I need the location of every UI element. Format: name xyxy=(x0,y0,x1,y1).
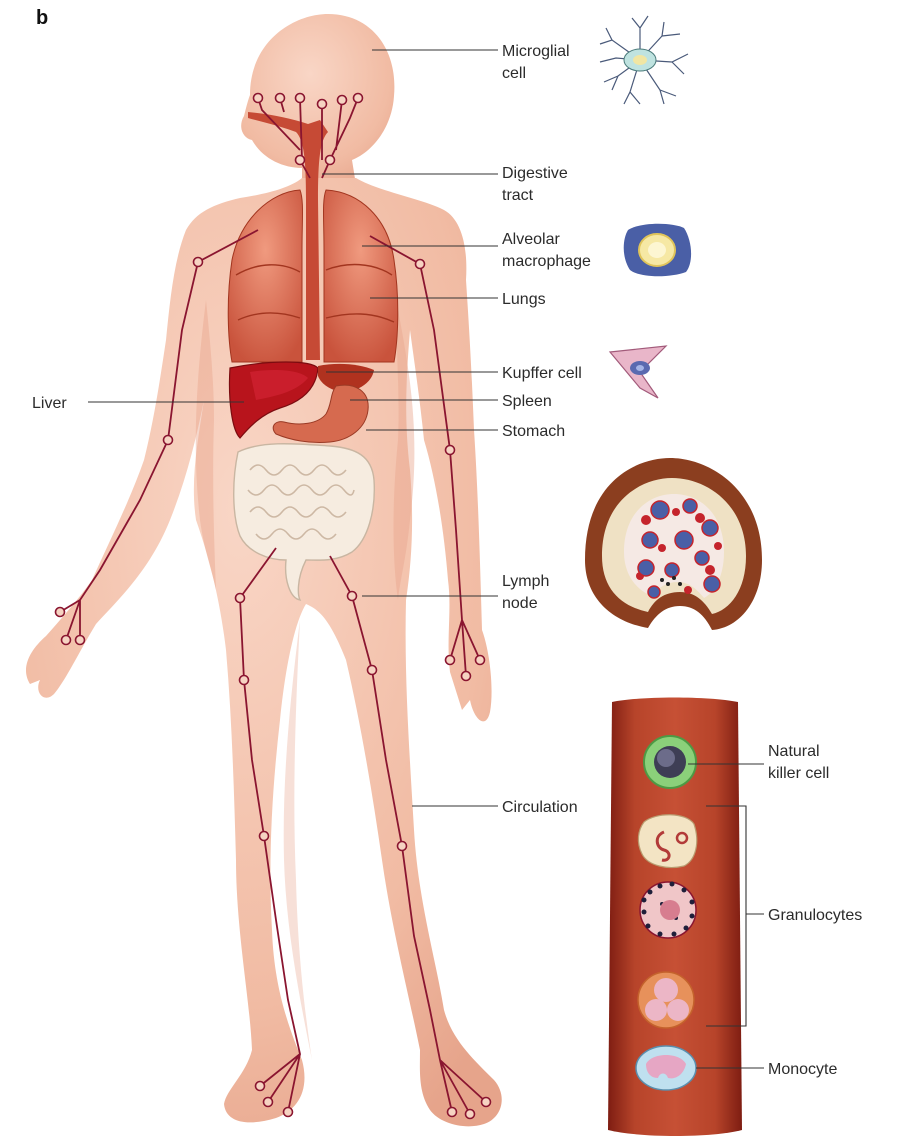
svg-text:node: node xyxy=(502,595,538,612)
neutrophil-icon xyxy=(638,815,696,868)
kupffer-cell-icon xyxy=(610,346,666,398)
svg-text:tract: tract xyxy=(502,187,534,204)
basophil-icon xyxy=(640,882,696,939)
svg-text:killer cell: killer cell xyxy=(768,765,829,782)
label-microglial-cell-line1: Microglial xyxy=(502,43,570,60)
lymph-node-cross-section xyxy=(585,458,762,630)
svg-text:Natural: Natural xyxy=(768,743,820,760)
label-monocyte: Monocyte xyxy=(768,1061,837,1078)
svg-text:Alveolar: Alveolar xyxy=(502,231,560,248)
eosinophil-icon xyxy=(638,972,694,1028)
label-digestive-tract-line1: Digestive xyxy=(502,165,568,182)
svg-text:cell: cell xyxy=(502,65,526,82)
label-microglial-cell-line2: cell xyxy=(502,65,526,82)
human-body xyxy=(26,14,502,1126)
label-liver: Liver xyxy=(32,395,67,412)
label-natural-killer-cell-line2: killer cell xyxy=(768,765,829,782)
panel-letter: b xyxy=(36,7,48,29)
label-kupffer-cell: Kupffer cell xyxy=(502,365,582,382)
label-alveolar-macrophage-line1: Alveolar xyxy=(502,231,560,248)
alveolar-macrophage-icon xyxy=(624,224,691,277)
label-lungs: Lungs xyxy=(502,291,546,308)
svg-text:macrophage: macrophage xyxy=(502,253,591,270)
svg-text:Digestive: Digestive xyxy=(502,165,568,182)
label-lymph-node-line2: node xyxy=(502,595,538,612)
svg-text:Microglial: Microglial xyxy=(502,43,570,60)
monocyte-icon xyxy=(636,1046,696,1090)
label-granulocytes: Granulocytes xyxy=(768,907,862,924)
label-spleen: Spleen xyxy=(502,393,552,410)
svg-text:Lymph: Lymph xyxy=(502,573,549,590)
blood-vessel xyxy=(608,698,742,1137)
natural-killer-cell-icon xyxy=(644,736,696,788)
label-lymph-node-line1: Lymph xyxy=(502,573,549,590)
label-alveolar-macrophage-line2: macrophage xyxy=(502,253,591,270)
microglial-cell-icon xyxy=(600,16,688,104)
label-stomach: Stomach xyxy=(502,423,565,440)
label-circulation: Circulation xyxy=(502,799,578,816)
label-digestive-tract-line2: tract xyxy=(502,187,534,204)
label-natural-killer-cell-line1: Natural xyxy=(768,743,820,760)
